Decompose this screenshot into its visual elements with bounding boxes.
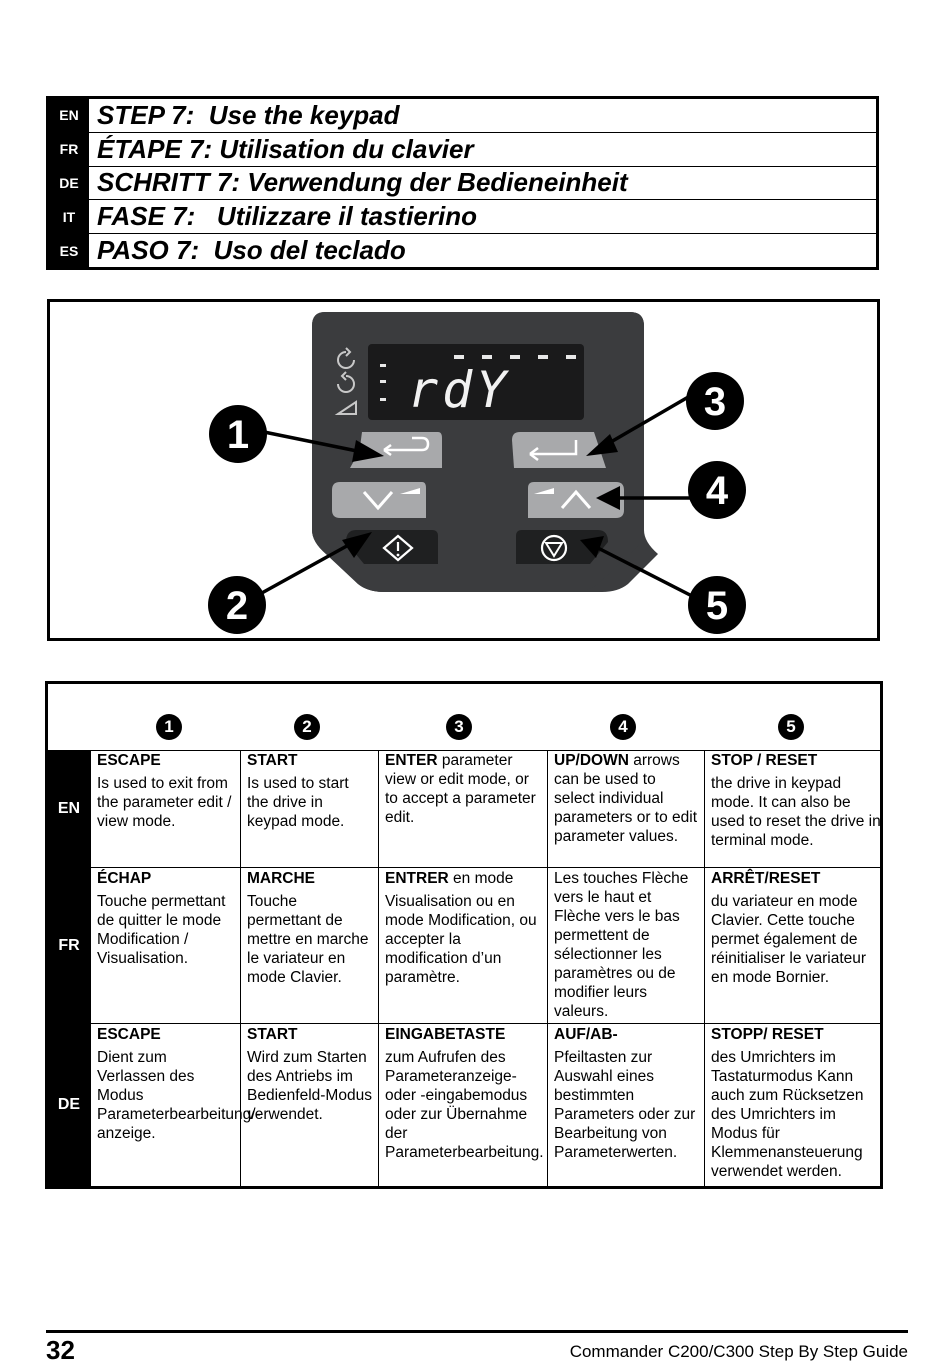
step-title: SCHRITT 7: Verwendung der Bedieneinheit: [97, 167, 628, 198]
up-key[interactable]: [528, 482, 624, 518]
step-row-fr: FR ÉTAPE 7: Utilisation du clavier: [49, 132, 876, 167]
number-badge: 4: [610, 714, 636, 740]
number-badge: 2: [294, 714, 320, 740]
up-down-cell: UP/DOWN arrows can be used to select ind…: [547, 750, 704, 867]
lang-label: DE: [48, 1024, 90, 1186]
run-reverse-icon: [337, 371, 355, 393]
indicator-dots: [380, 364, 386, 401]
table-header: 1 2 3 4 5: [48, 684, 880, 751]
svg-text:2: 2: [226, 584, 248, 628]
callout-1: 1: [209, 405, 267, 463]
lang-label: EN: [48, 750, 90, 867]
callout-3: 3: [686, 372, 744, 430]
keypad-figure: rdY: [47, 299, 880, 641]
step-title: ÉTAPE 7: Utilisation du clavier: [97, 133, 474, 164]
callout-4: 4: [688, 461, 746, 519]
svg-text:3: 3: [704, 380, 726, 424]
step-title: STEP 7: Use the keypad: [97, 99, 400, 130]
display-readout: rdY: [408, 361, 510, 419]
lang-label: FR: [48, 868, 90, 1023]
step-row-de: DE SCHRITT 7: Verwendung der Bedieneinhe…: [49, 166, 876, 201]
display-dashes: [454, 355, 576, 359]
callout-2: 2: [208, 576, 266, 634]
down-key[interactable]: [332, 482, 426, 518]
step-row-es: ES PASO 7: Uso del teclado: [49, 234, 876, 267]
enter-cell: ENTER parameter view or edit mode, or to…: [378, 750, 547, 867]
lang-label: ES: [49, 234, 89, 267]
lang-label: FR: [49, 132, 89, 166]
footer-title: Commander C200/C300 Step By Step Guide: [569, 1342, 908, 1361]
svg-text:5: 5: [706, 584, 728, 628]
svg-text:1: 1: [227, 413, 249, 457]
lang-label: EN: [49, 99, 89, 132]
callout-arrows: [259, 394, 693, 598]
up-down-cell: AUF/AB-Pfeiltasten zur Auswahl eines bes…: [547, 1024, 704, 1186]
footer-rule: [46, 1330, 908, 1333]
step-title: PASO 7: Uso del teclado: [97, 235, 406, 266]
step-header-table: EN STEP 7: Use the keypad FR ÉTAPE 7: Ut…: [46, 96, 879, 270]
lang-label: IT: [49, 200, 89, 234]
svg-text:4: 4: [706, 469, 729, 513]
enter-key[interactable]: [512, 432, 606, 468]
number-badge: 1: [156, 714, 182, 740]
lang-label: DE: [49, 166, 89, 200]
callout-5: 5: [688, 576, 746, 634]
step-row-en: EN STEP 7: Use the keypad: [49, 99, 876, 133]
step-title: FASE 7: Utilizzare il tastierino: [97, 201, 477, 232]
number-badge: 3: [446, 714, 472, 740]
ramp-icon: [334, 400, 357, 415]
run-forward-icon: [337, 347, 355, 369]
page-number: 32: [46, 1335, 75, 1365]
stop-reset-key[interactable]: [516, 530, 608, 564]
start-key[interactable]: [346, 530, 438, 564]
number-badge: 5: [778, 714, 804, 740]
step-row-it: IT FASE 7: Utilizzare il tastierino: [49, 200, 876, 235]
up-down-cell: Les touches Flèche vers le haut et Flèch…: [547, 868, 704, 1023]
keypad-illustration: rdY: [208, 312, 746, 634]
escape-key[interactable]: [350, 432, 442, 468]
led-display: [368, 344, 584, 420]
arrow-heads: [342, 434, 620, 558]
